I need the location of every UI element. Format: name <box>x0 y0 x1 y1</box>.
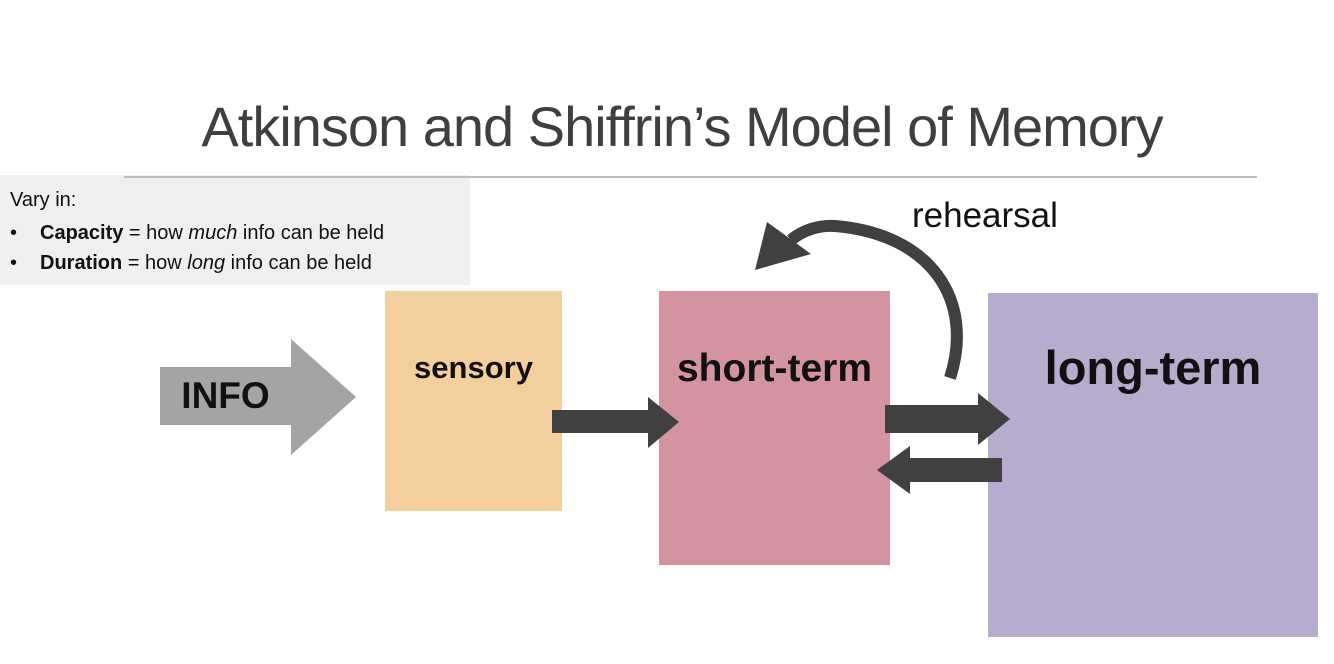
rehearsal-label: rehearsal <box>912 196 1058 235</box>
sensory-memory-box <box>385 291 562 511</box>
title-divider <box>124 176 1257 178</box>
info-arrow-label: INFO <box>181 375 270 416</box>
rehearsal-loop-arrow-icon <box>755 219 963 380</box>
short-term-memory-box <box>659 291 890 565</box>
capacity-bullet-text: Capacity = how much info can be held <box>40 222 385 244</box>
duration-bullet: • Duration = how long info can be held <box>10 248 462 278</box>
slide-title: Atkinson and Shiffrin’s Model of Memory <box>201 95 1163 158</box>
sensory-memory-label: sensory <box>414 350 533 385</box>
bullet-icon: • <box>10 222 18 244</box>
capacity-bullet: • Capacity = how much info can be held <box>10 218 462 248</box>
bullet-icon: • <box>10 252 18 274</box>
long-term-to-short-term-arrow-icon <box>877 446 1002 494</box>
info-box-heading: Vary in: <box>10 189 77 211</box>
long-term-memory-label: long-term <box>1044 341 1262 394</box>
short-term-memory-label: short-term <box>676 347 873 390</box>
long-term-memory-box <box>988 293 1318 637</box>
vary-info-box: Vary in: • Capacity = how much info can … <box>0 175 470 285</box>
duration-bullet-text: Duration = how long info can be held <box>40 252 372 274</box>
